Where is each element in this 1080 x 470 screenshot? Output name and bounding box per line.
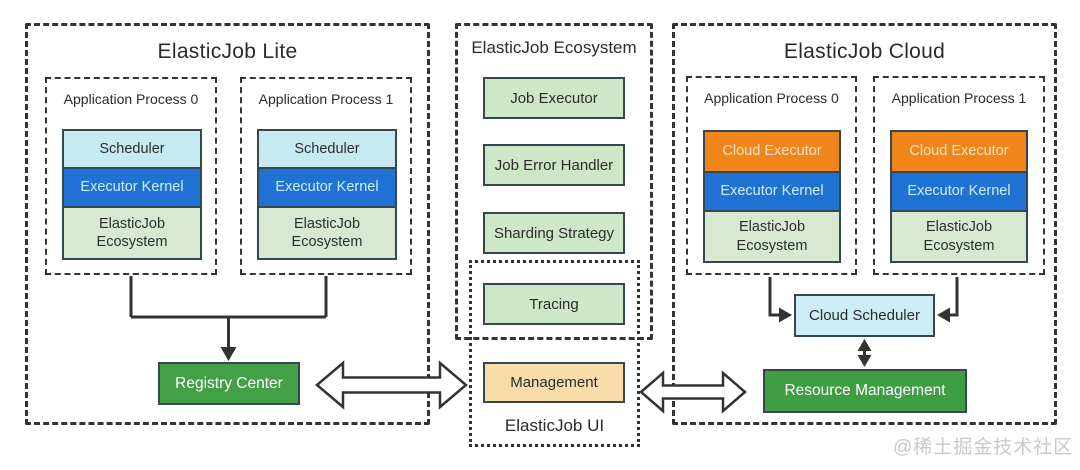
elasticjob-cloud-title: ElasticJob Cloud xyxy=(783,40,946,63)
lite-process-1-label: Application Process 1 xyxy=(258,91,394,107)
elasticjob-ui-label: ElasticJob UI xyxy=(504,416,605,435)
cloud-process-0-label: Application Process 0 xyxy=(704,90,839,106)
cloud-executor-layer: Cloud Executor xyxy=(890,130,1028,173)
scheduler-layer: Scheduler xyxy=(62,129,202,169)
elasticjob-lite-section xyxy=(25,23,430,425)
elasticjob-ecosystem-layer: ElasticJob Ecosystem xyxy=(257,206,397,260)
lite-process-0-stack: Scheduler Executor Kernel ElasticJob Eco… xyxy=(62,129,202,260)
lite-application-process-1: Application Process 1 Scheduler Executor… xyxy=(240,77,412,275)
executor-kernel-layer: Executor Kernel xyxy=(62,166,202,209)
elasticjob-cloud-section xyxy=(672,23,1057,425)
elasticjob-ui-group xyxy=(469,260,640,447)
tracing-node: Tracing xyxy=(483,283,625,325)
elasticjob-lite-title: ElasticJob Lite xyxy=(157,40,298,63)
sharding-strategy-node: Sharding Strategy xyxy=(483,212,625,254)
executor-kernel-layer: Executor Kernel xyxy=(257,166,397,209)
management-node: Management xyxy=(483,362,625,403)
cloud-executor-layer: Cloud Executor xyxy=(703,130,841,173)
job-executor-node: Job Executor xyxy=(483,77,625,119)
cloud-application-process-0: Application Process 0 Cloud Executor Exe… xyxy=(686,76,857,275)
elasticjob-ecosystem-layer: ElasticJob Ecosystem xyxy=(703,210,841,263)
lite-application-process-0: Application Process 0 Scheduler Executor… xyxy=(45,77,217,275)
cloud-process-1-label: Application Process 1 xyxy=(891,90,1027,106)
elasticjob-ecosystem-layer: ElasticJob Ecosystem xyxy=(890,210,1028,263)
executor-kernel-layer: Executor Kernel xyxy=(890,170,1028,213)
resource-management-node: Resource Management xyxy=(763,369,967,413)
job-error-handler-node: Job Error Handler xyxy=(483,144,625,186)
scheduler-layer: Scheduler xyxy=(257,129,397,169)
watermark: @稀土掘金技术社区 xyxy=(893,437,1074,458)
elasticjob-ecosystem-title: ElasticJob Ecosystem xyxy=(471,38,637,57)
cloud-scheduler-node: Cloud Scheduler xyxy=(794,294,935,337)
cloud-application-process-1: Application Process 1 Cloud Executor Exe… xyxy=(873,76,1045,275)
lite-process-0-label: Application Process 0 xyxy=(63,91,199,107)
executor-kernel-layer: Executor Kernel xyxy=(703,170,841,213)
elasticjob-ecosystem-layer: ElasticJob Ecosystem xyxy=(62,206,202,260)
registry-center-node: Registry Center xyxy=(158,362,300,405)
lite-process-1-stack: Scheduler Executor Kernel ElasticJob Eco… xyxy=(257,129,397,260)
elasticjob-ecosystem-section xyxy=(455,23,653,340)
cloud-process-0-stack: Cloud Executor Executor Kernel ElasticJo… xyxy=(703,130,841,263)
cloud-process-1-stack: Cloud Executor Executor Kernel ElasticJo… xyxy=(890,130,1028,263)
